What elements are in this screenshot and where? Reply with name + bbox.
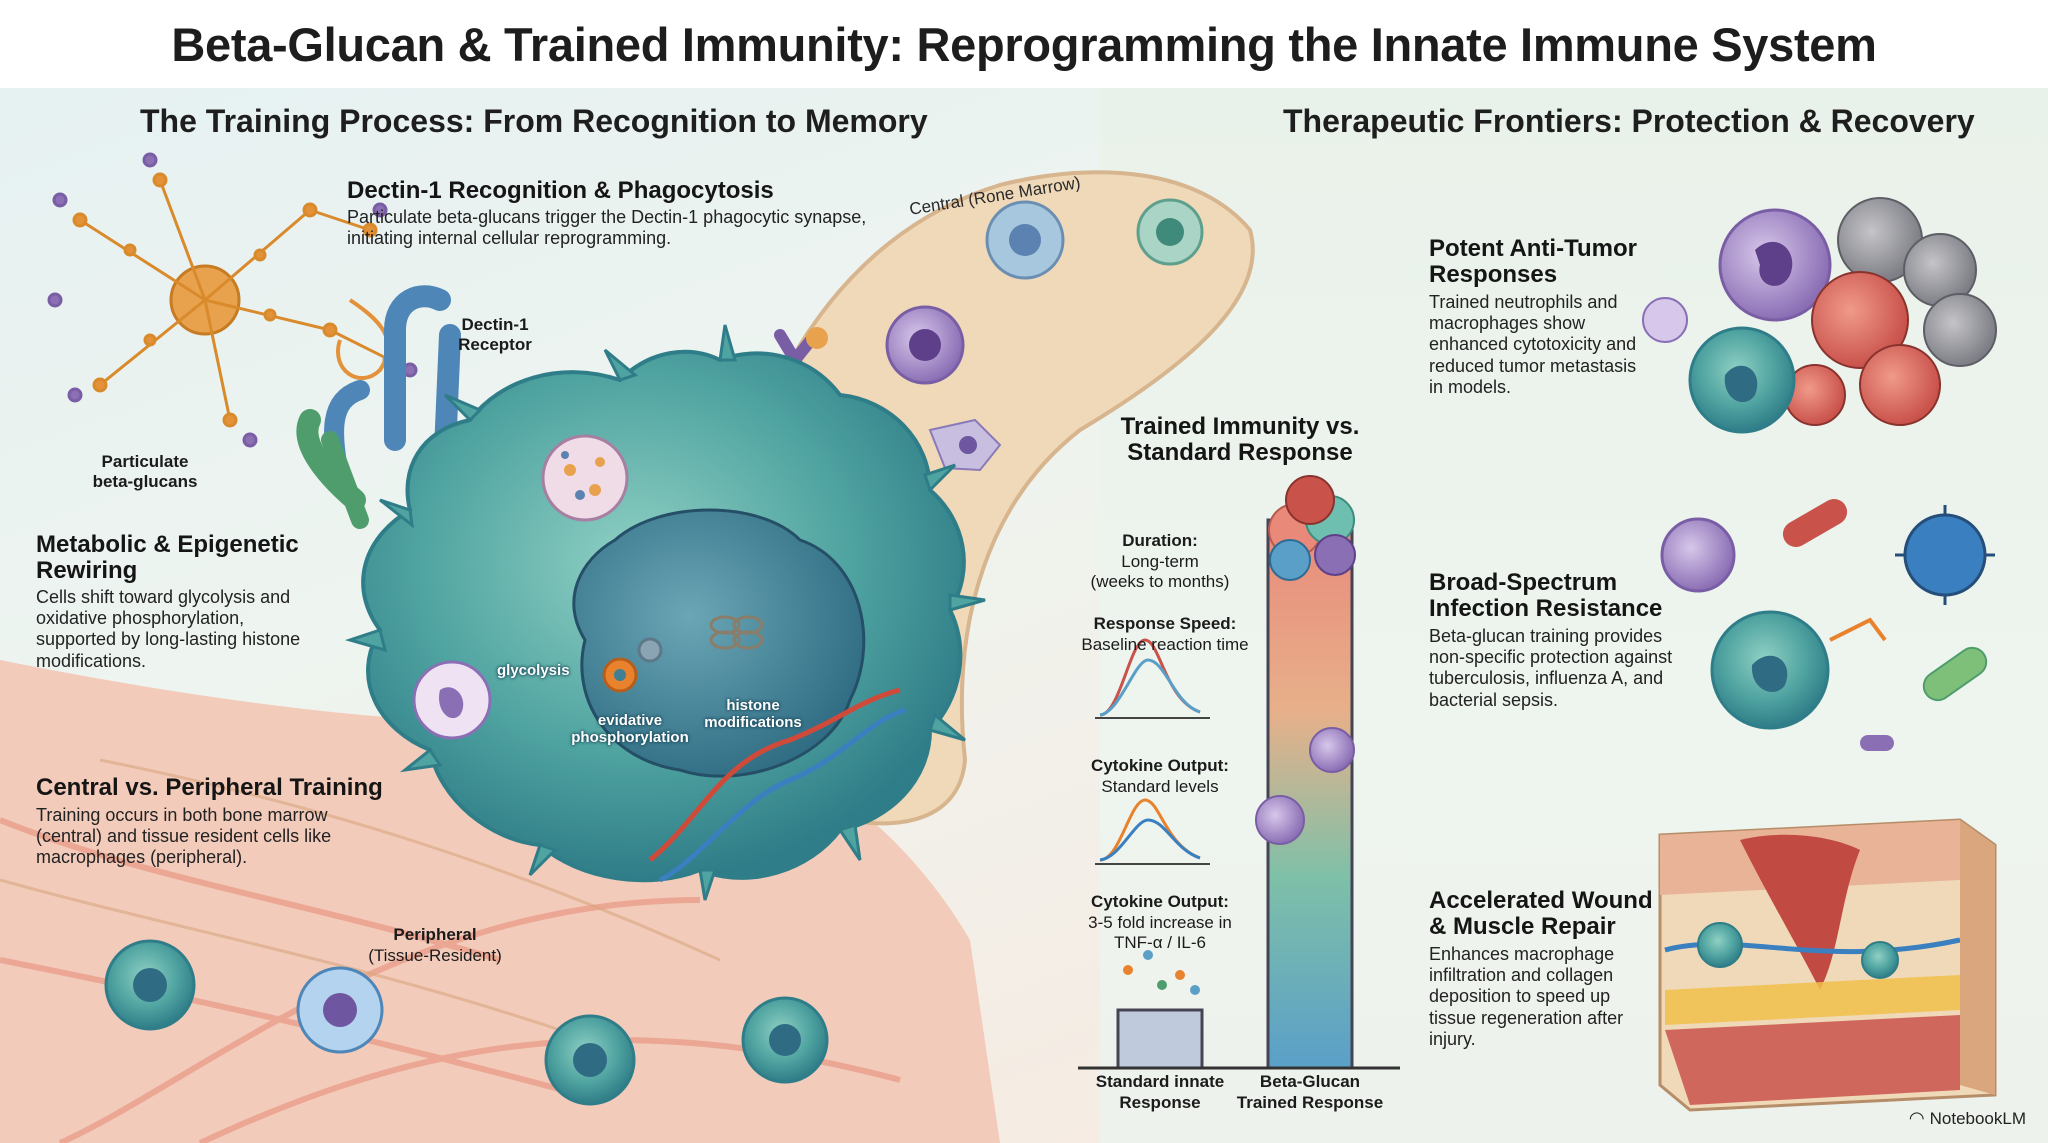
tumor-heading-line2: Responses [1429, 260, 1558, 288]
branding-text: NotebookLM [1929, 1108, 2026, 1128]
standard-bar-label: Standard innate Response [1080, 1072, 1240, 1113]
comparison-chart [1078, 475, 1400, 1070]
comparison-heading-line2: Standard Response [1127, 438, 1353, 466]
beta-glucan-label-line2: beta-glucans [92, 472, 198, 492]
trained-macrophage [344, 324, 986, 901]
beta-glucan-label-line1: Particulate [101, 452, 189, 471]
histone-label-line1: histone [726, 697, 780, 714]
dectin-receptor-label-line2: Receptor [458, 335, 532, 355]
oxphos-label-line1: evidative [597, 712, 663, 729]
peripheral-label: Peripheral (Tissue-Resident) [335, 925, 535, 966]
duration-value-line2: (weeks to months) [1090, 572, 1230, 592]
branding: ◠ NotebookLM [1910, 1108, 2026, 1129]
infection-illustration [1660, 499, 1995, 751]
wound-heading: Accelerated Wound & Muscle Repair [1429, 888, 1653, 940]
tumor-illustration [1642, 197, 1997, 434]
beta-glucan-molecule [47, 152, 418, 448]
trained-response-bar [1266, 518, 1354, 1070]
cytokine-standard-value: Standard levels [1101, 776, 1219, 796]
histone-icon [709, 615, 764, 650]
dectin-receptor-label-line1: Dectin-1 [461, 315, 529, 334]
dectin-receptor-label: Dectin-1 Receptor [440, 315, 550, 356]
standard-bar-label-line2: Response [1119, 1092, 1201, 1112]
response-speed-label: Response Speed: [1093, 614, 1237, 633]
comparison-heading: Trained Immunity vs. Standard Response [1100, 414, 1380, 466]
central-peripheral-heading: Central vs. Peripheral Training [36, 774, 383, 801]
trained-bar-label-line1: Beta-Glucan [1259, 1072, 1361, 1091]
infection-heading-line1: Broad-Spectrum [1429, 569, 1618, 596]
wound-heading-line1: Accelerated Wound [1429, 887, 1653, 914]
notebooklm-logo-icon: ◠ [1909, 1108, 1924, 1128]
wound-body: Enhances macrophage infiltration and col… [1429, 944, 1624, 1049]
central-peripheral-body: Training occurs in both bone marrow (cen… [36, 805, 332, 868]
histone-label: histone modifications [688, 697, 818, 732]
tumor-body: Trained neutrophils and macrophages show… [1429, 292, 1637, 397]
standard-bar-label-line1: Standard innate [1095, 1072, 1225, 1091]
cytokine-trained-info: Cytokine Output: 3-5 fold increase in TN… [1060, 892, 1260, 954]
peripheral-label-line1: Peripheral [393, 925, 477, 944]
cytokine-standard-label: Cytokine Output: [1091, 756, 1229, 775]
trained-bar-label-line2: Trained Response [1236, 1092, 1384, 1112]
metabolic-heading: Metabolic & Epigenetic Rewiring [36, 531, 299, 584]
gear-icon [602, 637, 663, 693]
dectin-heading: Dectin-1 Recognition & Phagocytosis [347, 177, 774, 204]
dectin-1-receptors [296, 285, 828, 529]
comparison-heading-line1: Trained Immunity vs. [1120, 413, 1360, 440]
cytokine-trained-value-line2: TNF-α / IL-6 [1114, 933, 1206, 953]
beta-glucan-label: Particulate beta-glucans [65, 452, 225, 493]
response-speed-info: Response Speed: Baseline reaction time [1050, 614, 1280, 655]
illustration-canvas [0, 152, 1997, 1143]
trained-bar-label: Beta-Glucan Trained Response [1222, 1072, 1398, 1113]
oxphos-label-line2: phosphorylation [571, 729, 689, 747]
response-speed-value: Baseline reaction time [1081, 634, 1249, 654]
cytokine-trained-value-line1: 3-5 fold increase in [1088, 912, 1232, 932]
peripheral-label-line2: (Tissue-Resident) [368, 945, 502, 965]
metabolic-body: Cells shift toward glycolysis and oxidat… [36, 587, 301, 671]
histone-label-line2: modifications [704, 714, 802, 732]
infection-body: Beta-glucan training provides non-specif… [1429, 626, 1673, 710]
duration-info: Duration: Long-term (weeks to months) [1060, 531, 1260, 593]
wound-illustration [1658, 818, 1997, 1112]
cytokine-standard-info: Cytokine Output: Standard levels [1060, 756, 1260, 797]
standard-response-bar [1116, 1008, 1204, 1070]
left-section-heading: The Training Process: From Recognition t… [140, 103, 928, 139]
wound-heading-line2: & Muscle Repair [1429, 912, 1616, 940]
infection-heading-line2: Infection Resistance [1429, 594, 1663, 622]
tumor-heading: Potent Anti-Tumor Responses [1429, 236, 1637, 288]
oxphos-label: evidative phosphorylation [560, 712, 700, 747]
duration-label: Duration: [1122, 531, 1198, 550]
cytokine-trained-label: Cytokine Output: [1091, 892, 1229, 911]
right-section-heading: Therapeutic Frontiers: Protection & Reco… [1283, 103, 1975, 139]
dectin-body: Particulate beta-glucans trigger the Dec… [347, 207, 867, 249]
glycolysis-label: glycolysis [497, 662, 570, 679]
tissue-resident-cells [104, 939, 829, 1106]
infection-heading: Broad-Spectrum Infection Resistance [1429, 570, 1662, 622]
duration-value-line1: Long-term [1121, 551, 1199, 571]
dna-helix [648, 687, 906, 883]
tumor-heading-line1: Potent Anti-Tumor [1429, 235, 1637, 262]
page-title: Beta-Glucan & Trained Immunity: Reprogra… [0, 0, 2048, 88]
cytokine-cluster [1268, 475, 1356, 581]
